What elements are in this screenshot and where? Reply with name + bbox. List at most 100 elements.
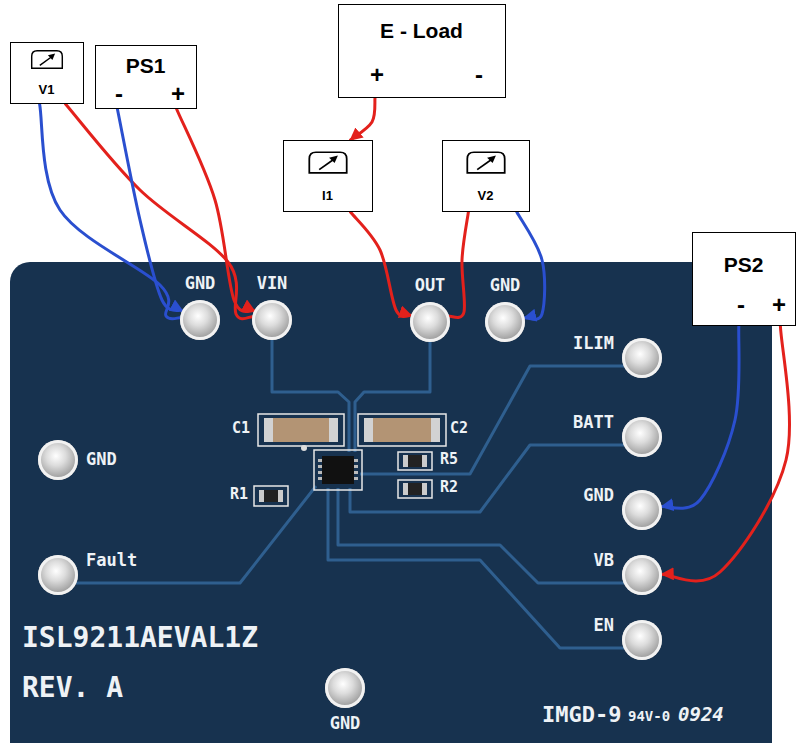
pin-label: GND (488, 276, 523, 296)
meter-face (309, 152, 346, 173)
polarity-sign: + (171, 80, 185, 108)
terminal-post: ILIM (622, 338, 662, 378)
pin-label: Fault (84, 551, 139, 571)
ground-wire (517, 212, 545, 319)
board-title: REV. A (20, 672, 125, 704)
meter-icon (306, 149, 350, 175)
meter-needle-head (487, 156, 496, 164)
resistor-r1 (254, 486, 288, 506)
power-supply-box: PS2 -+ (692, 232, 796, 326)
terminal-post: VB (622, 555, 662, 595)
silkscreen-outline (398, 480, 432, 498)
voltmeter-box: V2 (442, 140, 530, 212)
chip-pin (354, 471, 358, 474)
chip-pin (318, 471, 322, 474)
positive-wire (177, 109, 255, 312)
polarity-sign: - (115, 80, 123, 108)
pin-label: GND (328, 714, 363, 734)
silkscreen-outline (258, 414, 344, 446)
resistor-r5 (398, 452, 432, 470)
meter-needle-head (329, 156, 338, 164)
chip-pin (354, 459, 358, 462)
chip-pin (318, 459, 322, 462)
trace (360, 366, 624, 474)
meter-needle-head (47, 54, 54, 60)
resistor-end (259, 490, 264, 502)
meter-icon (464, 149, 508, 175)
resistor-body (403, 483, 427, 495)
pin-label: EN (592, 616, 616, 636)
silkscreen-outline (358, 414, 446, 446)
ic-chip (314, 450, 362, 490)
silkscreen-outline (314, 450, 362, 490)
terminal-post: Fault (38, 555, 78, 595)
electronic-load-box: E - Load+- (338, 4, 506, 98)
pin-label: OUT (413, 276, 448, 296)
power-supply-box: PS1- + (95, 45, 197, 109)
terminal-post: BATT (622, 417, 662, 457)
instrument-title: PS2 (724, 253, 764, 277)
terminal-post: GND (485, 302, 525, 342)
pin-label: GND (581, 486, 616, 506)
resistor-end (422, 483, 427, 495)
trace (76, 486, 316, 583)
terminal-post: GND (325, 668, 365, 708)
terminal-post: GND (622, 490, 662, 530)
terminal-post: GND (180, 300, 220, 340)
board-title: ISL9211AEVAL1Z (20, 622, 260, 654)
chip-pin (318, 477, 322, 480)
instrument-title: E - Load (380, 19, 463, 43)
resistor-end (403, 483, 408, 495)
pin-label: GND (84, 450, 119, 470)
terminal-post: OUT (410, 302, 450, 342)
meter-label: I1 (322, 189, 333, 204)
board-marking: 0924 (676, 704, 726, 726)
capacitor-end (431, 418, 440, 442)
component-reference: C2 (448, 420, 470, 437)
pcb-substrate (10, 262, 772, 743)
polarity-sign: - (737, 291, 745, 319)
pin-label: GND (183, 274, 218, 294)
resistor-end (422, 455, 427, 467)
resistor-end (403, 455, 408, 467)
meter-label: V2 (478, 189, 494, 204)
resistor-body (403, 455, 427, 467)
capacitor-body (364, 418, 440, 442)
trace (350, 445, 624, 512)
polarity-sign: - (475, 61, 483, 89)
silkscreen-outline (254, 486, 288, 506)
instrument-title: PS1 (126, 54, 166, 78)
ground-wire (662, 326, 739, 508)
component-reference: R1 (228, 486, 250, 503)
polarity-sign: + (772, 291, 786, 319)
positive-wire (66, 104, 253, 319)
silkscreen-outline (398, 452, 432, 470)
capacitor-end (329, 418, 338, 442)
resistor-body (259, 490, 283, 502)
chip-pin (354, 477, 358, 480)
positive-wire (351, 212, 412, 316)
chip-pin (318, 465, 322, 468)
meter-icon (29, 48, 65, 70)
copper-traces (76, 340, 624, 648)
capacitor-c1 (258, 414, 344, 446)
meter-face (467, 152, 504, 173)
chip-pin (354, 465, 358, 468)
positive-wire (351, 98, 376, 140)
board-marking: 94V-0 (626, 708, 672, 724)
pin-label: VIN (255, 274, 290, 294)
positive-wire (662, 326, 790, 581)
capacitor-end (364, 418, 373, 442)
component-reference: R5 (438, 451, 460, 468)
pin-one-dot (301, 445, 307, 451)
resistor-end (278, 490, 283, 502)
chip-body (322, 456, 354, 484)
trace (328, 488, 624, 648)
board-marking: IMGD-9 (540, 702, 623, 727)
terminal-post: EN (622, 620, 662, 660)
terminal-post: VIN (252, 300, 292, 340)
pin-label: BATT (571, 413, 616, 433)
pin-label: VB (592, 551, 616, 571)
terminal-post: GND (38, 440, 78, 480)
